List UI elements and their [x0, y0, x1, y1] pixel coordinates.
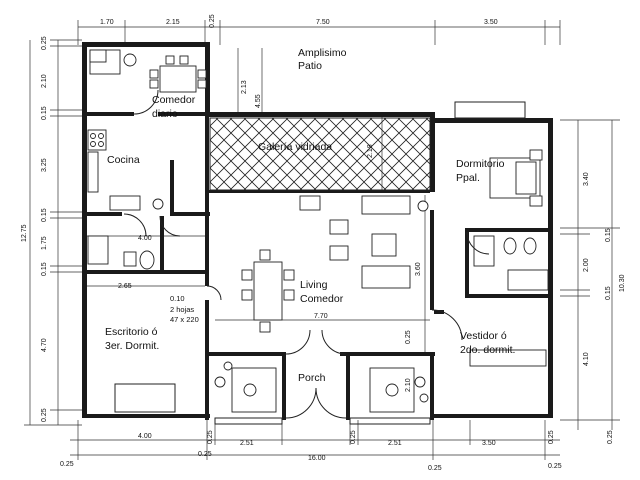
- dim-bottom-o025b: 0.25: [428, 465, 442, 472]
- walls: [82, 42, 553, 425]
- dim-inner-265: 2.65: [118, 283, 132, 290]
- label-vestidor-1: Vestidor ó: [460, 330, 507, 342]
- dim-right-410: 4.10: [583, 352, 590, 366]
- dim-inner-213: 2.13: [241, 80, 248, 94]
- dimension-lines: [24, 20, 620, 460]
- dim-bottom-o025l: 0.25: [60, 461, 74, 468]
- dim-inner-455: 4.55: [255, 94, 262, 108]
- dimension-texts: 1.70 2.15 0.25 7.50 3.50 0.25 2.10 0.15 …: [21, 14, 626, 472]
- label-patio-1: Amplisimo: [298, 47, 347, 59]
- dim-left-325: 3.25: [41, 158, 48, 172]
- dim-left-total: 12.75: [21, 224, 28, 242]
- label-cocina: Cocina: [107, 154, 140, 166]
- dim-right-025: 0.25: [607, 430, 614, 444]
- dim-bottom-025r: 0.25: [548, 430, 555, 444]
- room-labels: Amplisimo Patio Comedor diario Galería v…: [105, 47, 515, 384]
- label-living-2: Comedor: [300, 293, 344, 305]
- dim-left-015b: 0.15: [41, 208, 48, 222]
- dim-inner-025: 0.25: [405, 330, 412, 344]
- dim-bottom-350: 3.50: [482, 440, 496, 447]
- dim-left-025: 0.25: [41, 36, 48, 50]
- dim-inner-360: 3.60: [415, 262, 422, 276]
- dim-top-350: 3.50: [484, 19, 498, 26]
- dim-bottom-251b: 2.51: [388, 440, 402, 447]
- dim-inner-400: 4.00: [138, 235, 152, 242]
- dim-right-015b: 0.15: [605, 286, 612, 300]
- label-porch: Porch: [298, 372, 326, 384]
- dim-left-015c: 0.15: [41, 262, 48, 276]
- dim-top-750: 7.50: [316, 19, 330, 26]
- dim-bottom-400: 4.00: [138, 433, 152, 440]
- dim-bottom-251a: 2.51: [240, 440, 254, 447]
- dim-bottom-o025a: 0.25: [198, 451, 212, 458]
- dim-left-025b: 0.25: [41, 408, 48, 422]
- label-comedor-diario-2: diario: [152, 108, 178, 120]
- dim-right-200: 2.00: [583, 258, 590, 272]
- label-patio-2: Patio: [298, 60, 322, 72]
- dim-inner-210: 2.10: [405, 378, 412, 392]
- dim-inner-218: 2.18: [367, 144, 374, 158]
- dim-left-470: 4.70: [41, 338, 48, 352]
- dim-inner-770: 7.70: [314, 313, 328, 320]
- label-dormitorio-1: Dormitorio: [456, 158, 505, 170]
- label-galeria: Galería vidriada: [258, 141, 332, 153]
- dim-top-170: 1.70: [100, 19, 114, 26]
- label-dormitorio-2: Ppal.: [456, 172, 480, 184]
- dim-bottom-025b: 0.25: [350, 430, 357, 444]
- label-comedor-diario-1: Comedor: [152, 94, 196, 106]
- dim-right-015a: 0.15: [605, 228, 612, 242]
- dim-top-025: 0.25: [209, 14, 216, 28]
- dim-right-340: 3.40: [583, 172, 590, 186]
- note-medida: 47 x 220: [170, 315, 199, 324]
- label-vestidor-2: 2do. dormit.: [460, 344, 515, 356]
- dim-bottom-o025r: 0.25: [548, 463, 562, 470]
- dim-left-175: 1.75: [41, 236, 48, 250]
- note-010: 0.10: [170, 294, 185, 303]
- note-hojas: 2 hojas: [170, 305, 194, 314]
- dim-left-210: 2.10: [41, 74, 48, 88]
- dim-top-215: 2.15: [166, 19, 180, 26]
- furniture: [87, 49, 549, 419]
- label-escritorio-1: Escritorio ó: [105, 326, 158, 338]
- dim-bottom-025a: 0.25: [207, 430, 214, 444]
- label-living-1: Living: [300, 279, 328, 291]
- dim-bottom-total: 16.00: [308, 455, 326, 462]
- dim-right-total: 10.30: [619, 274, 626, 292]
- dim-left-015a: 0.15: [41, 106, 48, 120]
- label-escritorio-2: 3er. Dormit.: [105, 340, 159, 352]
- galeria-glass-hatch: [209, 117, 431, 191]
